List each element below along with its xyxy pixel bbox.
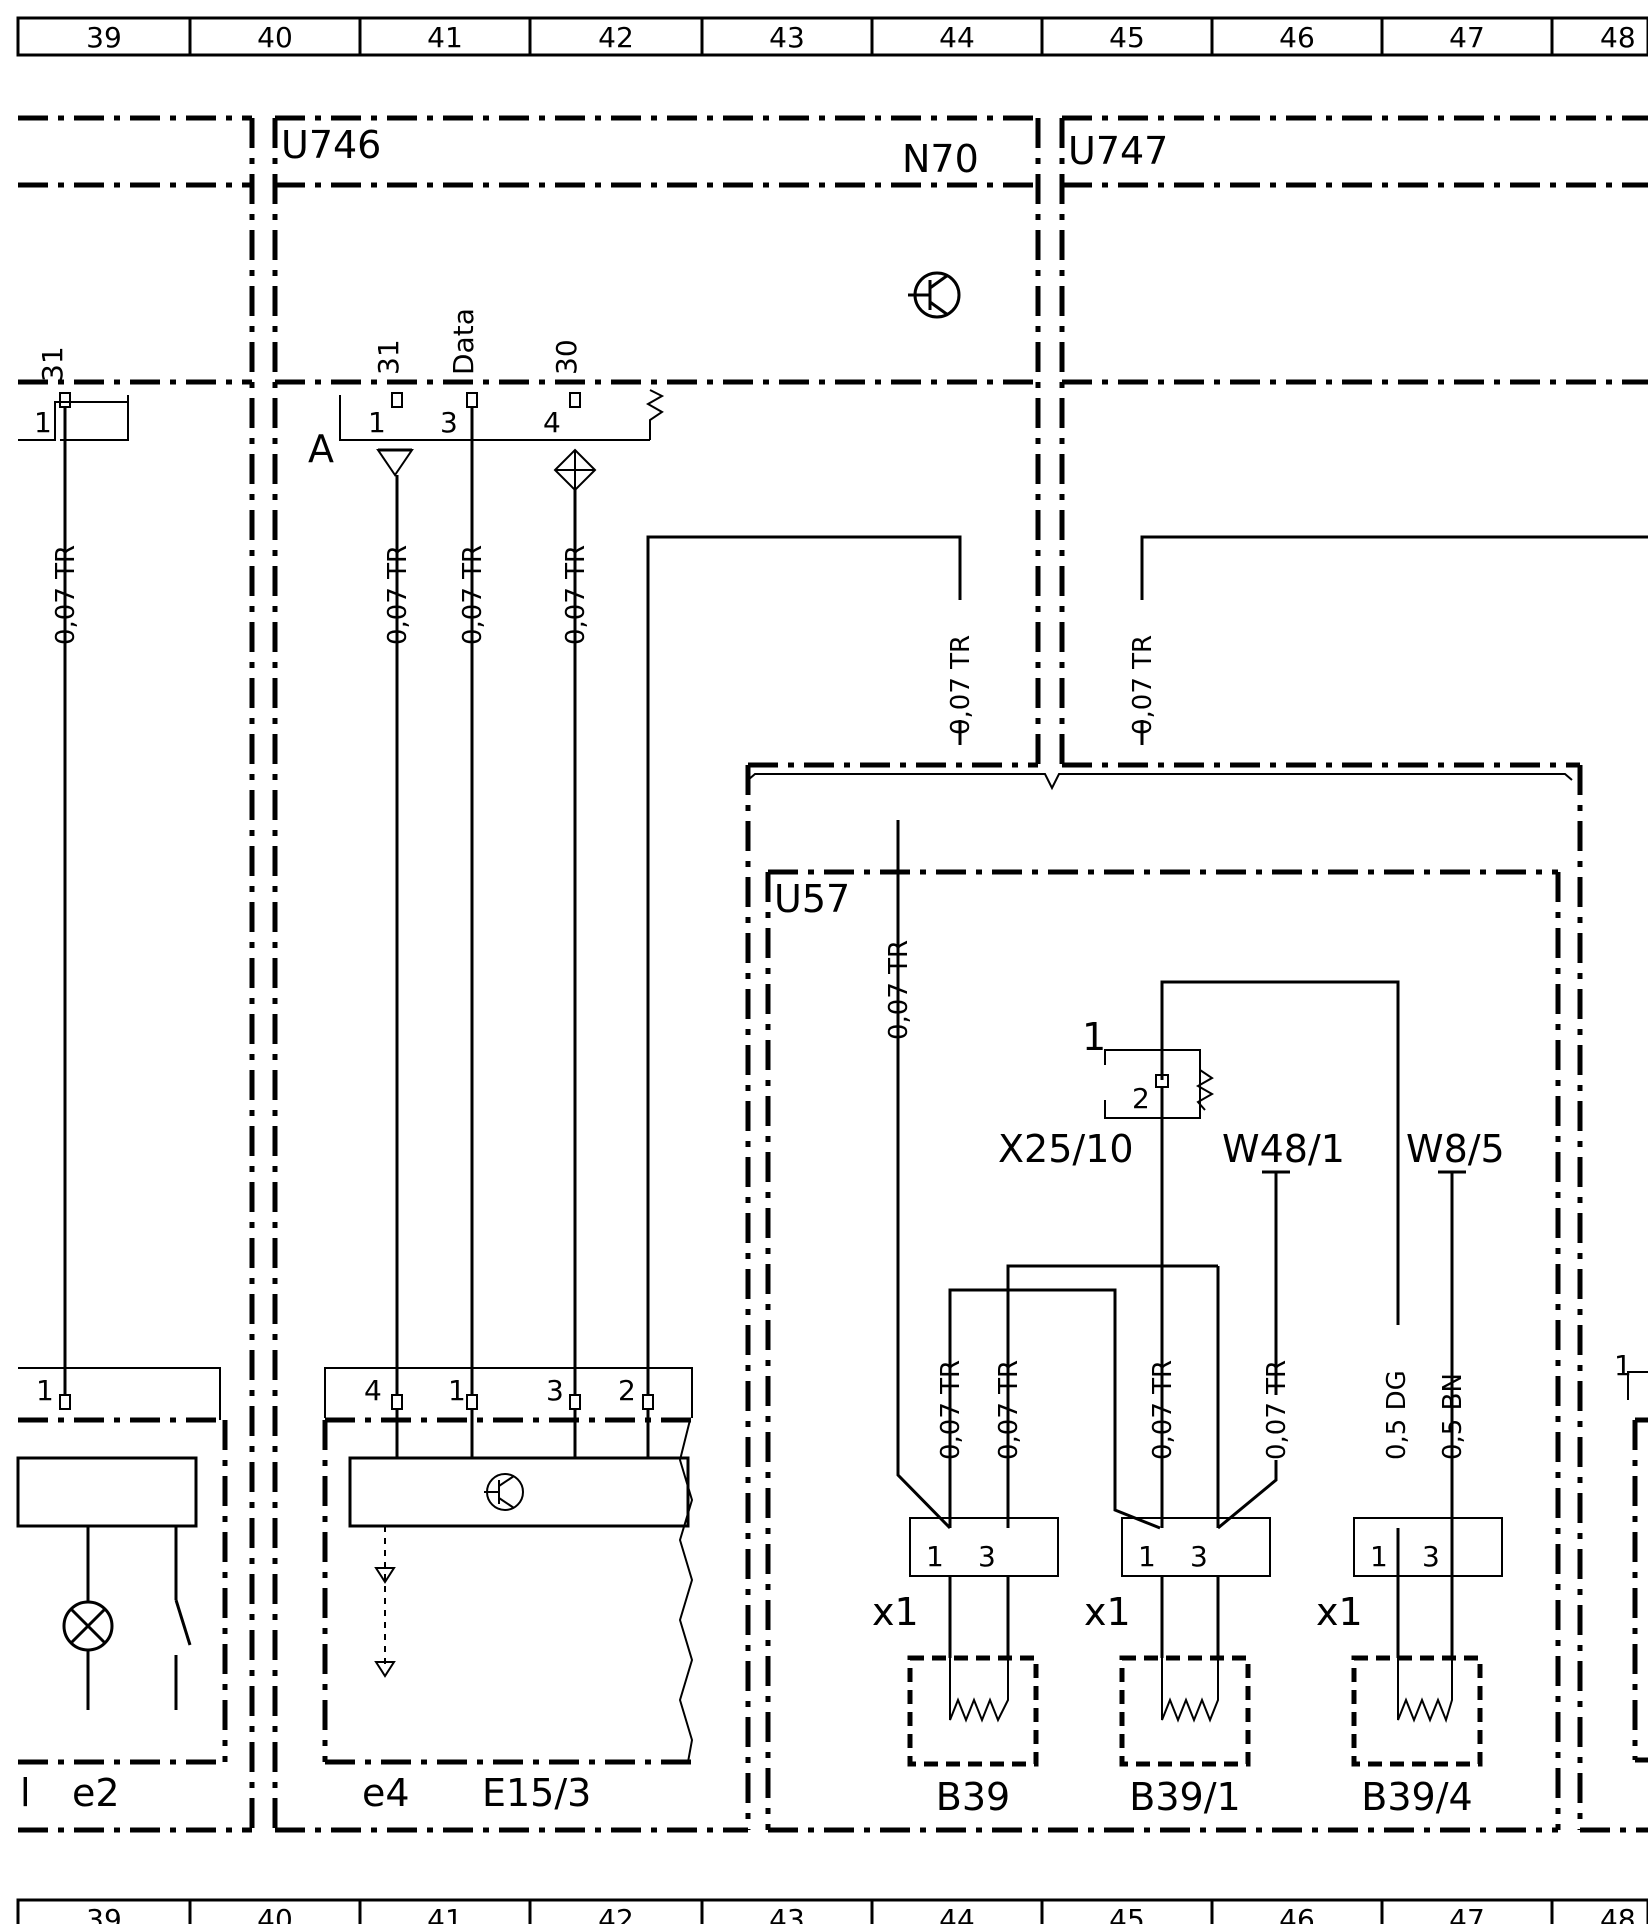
grid-label: 41 — [427, 21, 463, 54]
wire-labels-top: 0,07 TR 0,07 TR 0,07 TR 0,07 TR 0,07 TR … — [51, 545, 1158, 1040]
component-label: B39/1 — [1129, 1775, 1240, 1819]
pin-label: 31 — [36, 346, 69, 382]
grid-label: 42 — [598, 21, 634, 54]
grid-label: 48 — [1600, 1903, 1636, 1924]
pin-number: 3 — [1422, 1540, 1440, 1573]
grid-label: 39 — [86, 1903, 122, 1924]
grid-ruler-bottom: 39 40 41 42 43 44 45 46 47 48 — [16, 1898, 1648, 1924]
wire-label: 0,07 TR — [383, 545, 413, 645]
pin-number: 4 — [543, 406, 561, 439]
connector-label: x1 — [872, 1590, 919, 1634]
pin-number: 1 — [36, 1374, 54, 1407]
grid-label: 44 — [939, 21, 975, 54]
grid-label: 41 — [427, 1903, 463, 1924]
pin-number: 1 — [448, 1374, 466, 1407]
connector-label: x1 — [1084, 1590, 1131, 1634]
wire-label: 0,5 BN — [1438, 1373, 1468, 1460]
grid-label: 39 — [86, 21, 122, 54]
grid-label: 46 — [1279, 21, 1315, 54]
wire-label: 0,07 TR — [458, 545, 488, 645]
pin-number: 4 — [364, 1374, 382, 1407]
pin-number: 3 — [1190, 1540, 1208, 1573]
wire-labels-u57: 0,07 TR 0,07 TR 0,07 TR 0,07 TR 0,5 DG 0… — [936, 1360, 1468, 1460]
wire-label: 0,07 TR — [994, 1360, 1024, 1460]
pin-number: 1 — [368, 406, 386, 439]
module-label-u746: U746 — [281, 123, 381, 167]
grid-label: 47 — [1449, 21, 1485, 54]
wire-label: 0,07 TR — [1148, 1360, 1178, 1460]
wire-label: 0,07 TR — [936, 1360, 966, 1460]
component-label: e4 — [362, 1771, 410, 1815]
pin-number: 1 — [1614, 1349, 1632, 1382]
component-e4: 4 1 3 2 e4 E15/3 — [322, 1367, 694, 1815]
pin-number: 1 — [1370, 1540, 1388, 1573]
component-label: B39/4 — [1361, 1775, 1472, 1819]
grid-label: 40 — [257, 21, 293, 54]
pin-number: 1 — [1082, 1015, 1106, 1059]
sensor-connectors: 1 3 1 3 1 3 x1 x1 x1 — [872, 1517, 1503, 1658]
ground-label: W8/5 — [1406, 1127, 1505, 1171]
pin-number: 1 — [926, 1540, 944, 1573]
grid-label: 45 — [1109, 1903, 1145, 1924]
wire-label: 0,5 DG — [1382, 1370, 1412, 1460]
pin-label: Data — [447, 308, 480, 375]
pin-number: 3 — [546, 1374, 564, 1407]
sensors: B39 B39/1 B39/4 — [907, 1655, 1483, 1819]
component-label: e2 — [72, 1771, 120, 1815]
pin-number: 2 — [618, 1374, 636, 1407]
transistor-symbol — [908, 271, 961, 319]
pin-number: 2 — [1132, 1082, 1150, 1115]
wire-label: 0,07 TR — [51, 545, 81, 645]
grid-label: 46 — [1279, 1903, 1315, 1924]
connector-label: X25/10 — [998, 1127, 1134, 1171]
wires-top — [63, 407, 1648, 1395]
module-label-n70: N70 — [902, 137, 979, 181]
component-label: B39 — [936, 1775, 1010, 1819]
module-label-u57: U57 — [774, 877, 850, 921]
wire-label: 0,07 TR — [561, 545, 591, 645]
bracket — [747, 773, 1573, 791]
component-label: l — [20, 1771, 31, 1815]
module-label-u747: U747 — [1068, 129, 1168, 173]
pin-number: 1 — [34, 406, 52, 439]
pin-number: 3 — [978, 1540, 996, 1573]
connector-x25-10: 2 1 X25/10 — [998, 980, 1400, 1395]
grid-label: 40 — [257, 1903, 293, 1924]
pin-label: 30 — [550, 339, 583, 375]
pin-number: 1 — [1138, 1540, 1156, 1573]
grid-label: 44 — [939, 1903, 975, 1924]
grid-label: 43 — [769, 1903, 805, 1924]
grid-label: 45 — [1109, 21, 1145, 54]
pin-group-label: A — [308, 427, 334, 471]
ground-label: W48/1 — [1222, 1127, 1345, 1171]
grid-label: 47 — [1449, 1903, 1485, 1924]
right-partial: 1 — [1614, 1349, 1648, 1400]
grid-ruler-top: 39 40 41 42 43 44 45 46 47 48 — [16, 16, 1648, 57]
grid-label: 42 — [598, 1903, 634, 1924]
top-connectors: 1 31 A 1 3 4 31 Data 30 — [18, 308, 665, 492]
pin-label: 31 — [372, 339, 405, 375]
ground-points: W48/1 W8/5 — [1222, 1127, 1505, 1528]
wire-label: 0,07 TR — [946, 635, 976, 735]
module-boundaries — [18, 115, 1648, 1833]
component-e2: 1 l e2 — [16, 1367, 228, 1815]
wire-label: 0,07 TR — [1128, 635, 1158, 735]
component-label: E15/3 — [482, 1771, 591, 1815]
connector-label: x1 — [1316, 1590, 1363, 1634]
grid-label: 43 — [769, 21, 805, 54]
wire-label: 0,07 TR — [884, 940, 914, 1040]
wire-label: 0,07 TR — [1262, 1360, 1292, 1460]
pin-number: 3 — [440, 406, 458, 439]
grid-label: 48 — [1600, 21, 1636, 54]
